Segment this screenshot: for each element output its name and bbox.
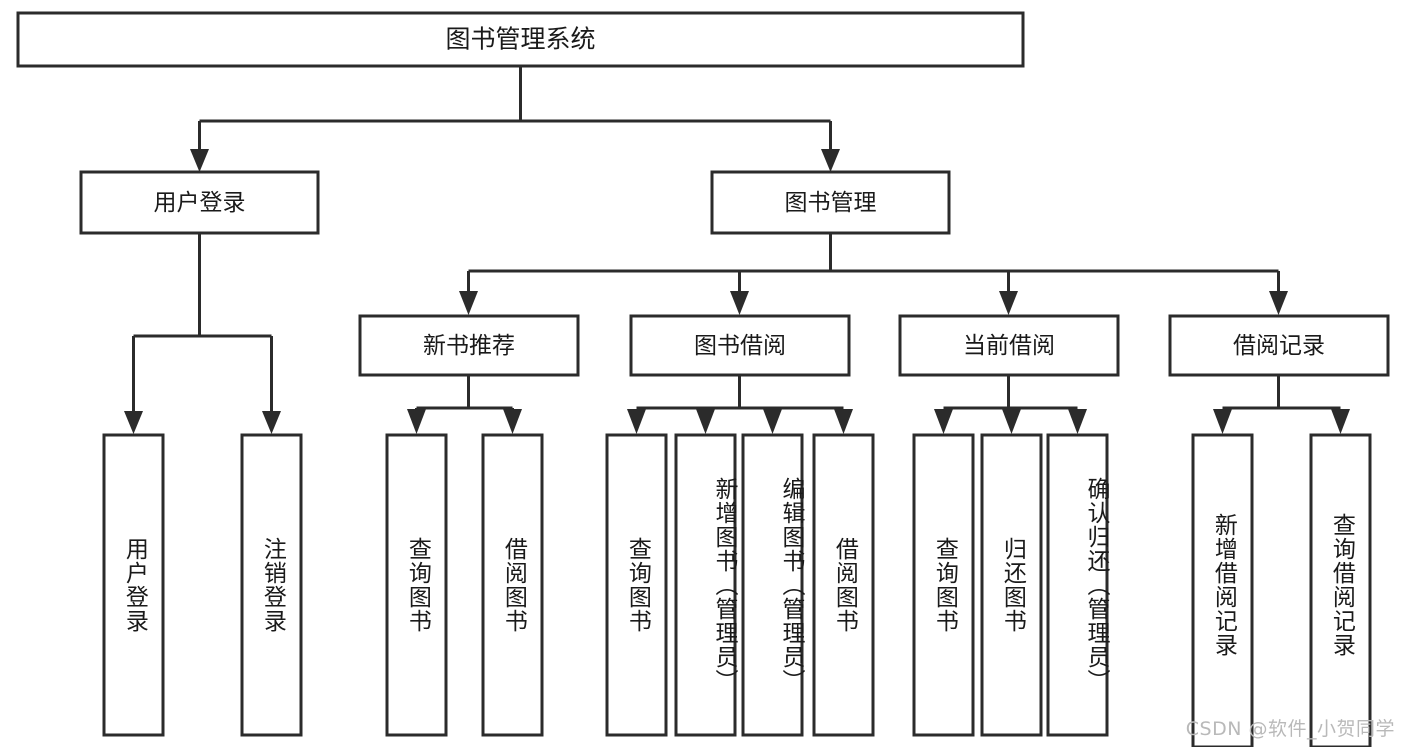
arrow-leaf-7	[763, 409, 782, 434]
arrow-leaf-1	[124, 411, 143, 434]
node-box-leaf-7[interactable]	[741, 433, 804, 737]
arrow-leaf-11	[1068, 409, 1087, 434]
node-box-borrow-record[interactable]	[1168, 314, 1390, 377]
node-label-current-borrow: 当前借阅	[963, 333, 1055, 359]
arrow-leaf-10	[1002, 409, 1021, 434]
node-box-user-login[interactable]	[79, 170, 320, 235]
node-label-new-book-recommend: 新书推荐	[423, 333, 515, 359]
node-box-leaf-1[interactable]	[102, 433, 165, 737]
node-box-new-book-recommend[interactable]	[358, 314, 580, 377]
arrow-leaf-12	[1213, 409, 1232, 434]
node-box-leaf-5[interactable]	[605, 433, 668, 737]
node-label-borrow-record: 借阅记录	[1233, 333, 1325, 359]
arrow-leaf-5	[627, 409, 646, 434]
arrow-leaf-3	[407, 409, 426, 434]
node-box-root[interactable]	[16, 11, 1025, 68]
node-box-book-manage[interactable]	[710, 170, 951, 235]
arrow-to-user-login	[190, 149, 209, 172]
arrow-leaf-2	[262, 411, 281, 434]
csdn-watermark: CSDN @软件_小贺同学	[1185, 718, 1395, 740]
arrow-to-book-borrow	[730, 291, 749, 315]
node-box-leaf-9[interactable]	[912, 433, 975, 737]
connector-layer	[124, 66, 1350, 434]
arrow-leaf-13	[1331, 409, 1350, 434]
arrow-leaf-4	[503, 409, 522, 434]
node-box-leaf-10[interactable]	[980, 433, 1043, 737]
node-label-book-manage: 图书管理	[785, 190, 877, 216]
node-box-leaf-3[interactable]	[385, 433, 448, 737]
node-label-root: 图书管理系统	[445, 25, 595, 54]
node-box-leaf-6[interactable]	[674, 433, 737, 737]
node-box-book-borrow[interactable]	[629, 314, 851, 377]
node-box-leaf-11[interactable]	[1046, 433, 1109, 737]
node-box-leaf-12[interactable]	[1191, 433, 1254, 747]
node-box-leaf-4[interactable]	[481, 433, 544, 737]
node-box-leaf-13[interactable]	[1309, 433, 1372, 747]
node-box-leaf-2[interactable]	[240, 433, 303, 737]
arrow-to-new-book-recommend	[459, 291, 478, 315]
arrow-to-borrow-record	[1269, 291, 1288, 315]
node-box-current-borrow[interactable]	[898, 314, 1120, 377]
arrow-leaf-6	[696, 409, 715, 434]
arrow-to-current-borrow	[999, 291, 1018, 315]
node-layer: 图书管理系统 用户登录 图书管理 新书推荐 图书借阅 当前借阅 借阅记录	[16, 11, 1390, 747]
arrow-leaf-9	[934, 409, 953, 434]
arrow-leaf-8	[834, 409, 853, 434]
node-label-book-borrow: 图书借阅	[694, 333, 786, 359]
node-box-leaf-8[interactable]	[812, 433, 875, 737]
arrow-to-book-manage	[821, 149, 840, 172]
node-label-user-login: 用户登录	[154, 190, 246, 216]
